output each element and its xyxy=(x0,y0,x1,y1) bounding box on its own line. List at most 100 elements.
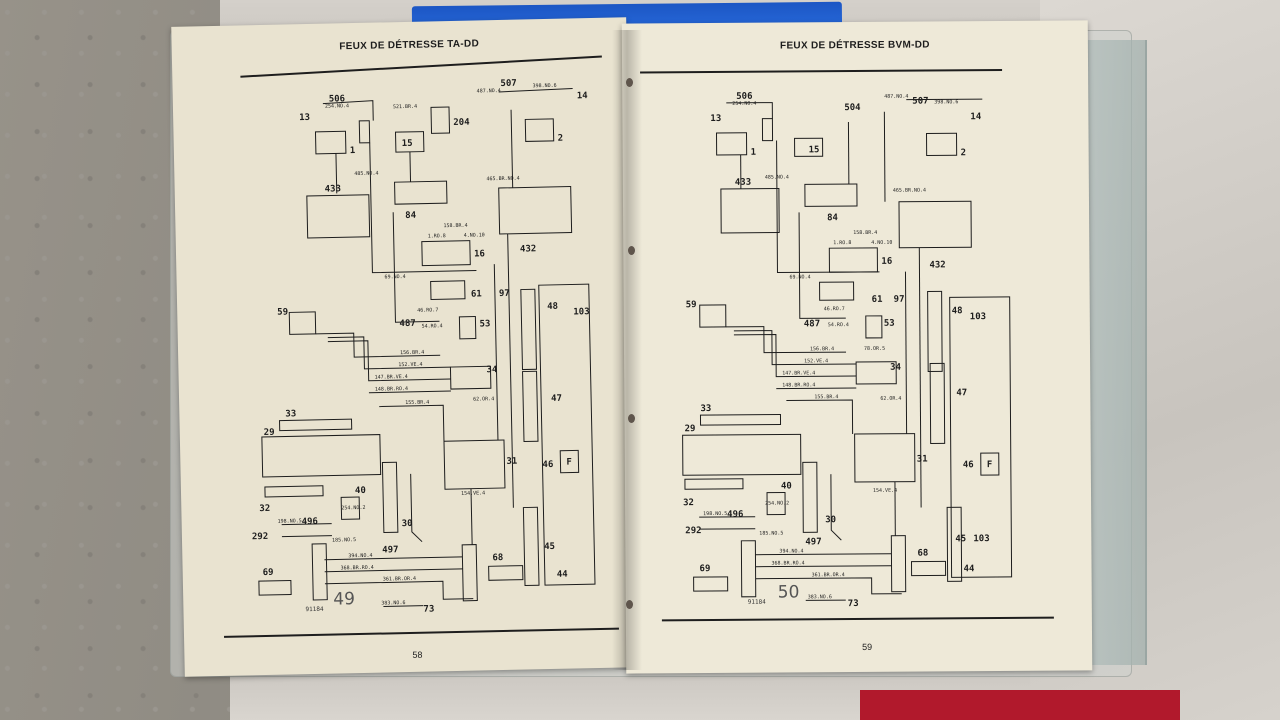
wire-bus-2 xyxy=(327,336,451,370)
label-47: 47 xyxy=(551,394,562,404)
wire-main-v2 xyxy=(776,140,880,274)
label-68: 68 xyxy=(492,553,503,563)
wire-bus-5 xyxy=(786,399,854,435)
label-103: 103 xyxy=(573,307,589,317)
strip-497 xyxy=(740,540,757,598)
label-1: 1 xyxy=(751,148,756,158)
wire-label: 465.BR.NO.4 xyxy=(893,188,926,194)
wire-label: 148.BR.RO.4 xyxy=(782,382,815,388)
wire-label: 383.NO.6 xyxy=(381,600,405,607)
label-46: 46 xyxy=(963,460,974,470)
strip-33 xyxy=(699,414,782,426)
label-1: 1 xyxy=(350,146,356,156)
wire-bus-5 xyxy=(379,404,445,442)
block-69 xyxy=(258,579,292,596)
label-13: 13 xyxy=(710,114,721,124)
wire-label: 69.NO.4 xyxy=(789,274,810,280)
wire-label: 158.BR.4 xyxy=(443,223,467,230)
wire-main-v3 xyxy=(409,151,412,182)
wire-label: 62.OR.4 xyxy=(473,396,494,402)
wire-label: 155.BR.4 xyxy=(814,394,838,400)
lamp-1-box xyxy=(314,130,347,155)
connector-40 xyxy=(340,496,361,520)
wire-label: 198.NO.5 xyxy=(278,518,302,525)
wire-v-lower2 xyxy=(470,488,473,545)
box-15 xyxy=(794,137,824,157)
wire-label: 46.RO.7 xyxy=(824,306,845,312)
label-84: 84 xyxy=(827,213,838,223)
connector-204 xyxy=(430,106,451,134)
wire-label: 156.BR.4 xyxy=(400,350,424,357)
label-432: 432 xyxy=(929,260,945,270)
wire-label: 398.NO.6 xyxy=(533,83,557,90)
wire-v-mid xyxy=(798,212,846,319)
label-29: 29 xyxy=(685,424,696,434)
label-496: 496 xyxy=(302,517,318,527)
label-73: 73 xyxy=(848,599,859,609)
wire-label: 254.NO.2 xyxy=(765,500,789,506)
wire-horz-low4 xyxy=(383,605,424,608)
label-15: 15 xyxy=(809,145,820,155)
wire-label: 152.VE.4 xyxy=(398,362,422,369)
connector-432 xyxy=(898,200,972,249)
wire-main-v2 xyxy=(369,142,477,274)
wire-bus-3 xyxy=(733,334,857,378)
connector-40 xyxy=(766,492,786,516)
wire-label: 487.NO.4 xyxy=(884,94,908,100)
connector-84 xyxy=(804,183,858,207)
wire-label: 78.OR.5 xyxy=(864,346,885,352)
wire-label: 154.VE.4 xyxy=(461,490,485,497)
wire-main-v1 xyxy=(335,153,338,194)
wire-label: 398.NO.6 xyxy=(934,99,958,105)
wire-label: 54.RO.4 xyxy=(422,323,443,329)
label-32: 32 xyxy=(259,504,270,514)
wire-label: 485.NO.4 xyxy=(354,171,378,178)
wire-label: 147.BR.VE.4 xyxy=(782,370,815,376)
wire-horz-low3 xyxy=(755,577,902,595)
wire-main-v4 xyxy=(510,109,514,188)
wire-horz-low2 xyxy=(755,565,892,568)
box-34 xyxy=(449,365,492,390)
strip-497b xyxy=(890,535,907,593)
label-433: 433 xyxy=(325,184,341,194)
strip-48 xyxy=(520,288,538,371)
wire-label: 62.OR.4 xyxy=(880,396,901,402)
label-68: 68 xyxy=(917,549,928,559)
box-103 xyxy=(949,296,1013,578)
label-504: 504 xyxy=(844,103,861,113)
block-68 xyxy=(910,560,947,577)
connector-61 xyxy=(430,280,466,300)
label-507: 507 xyxy=(912,96,928,106)
label-15: 15 xyxy=(402,139,413,149)
wire-v-lower xyxy=(410,473,423,543)
wire-496 xyxy=(281,523,332,526)
wire-bus-2 xyxy=(733,330,857,366)
binder-hole xyxy=(628,246,635,255)
wire-label: 465.BR.NO.4 xyxy=(486,176,519,183)
wire-label: 361.BR.OR.4 xyxy=(383,576,416,583)
block-68 xyxy=(488,565,524,581)
label-34: 34 xyxy=(486,365,498,375)
wire-top-left xyxy=(322,100,374,121)
wire-horz-low3 xyxy=(324,580,474,600)
connector-a xyxy=(358,120,371,144)
wire-label: 155.BR.4 xyxy=(405,400,429,407)
cluster-29 xyxy=(682,433,802,476)
label-506: 506 xyxy=(736,92,752,102)
strip-right-low xyxy=(946,506,963,582)
wire-label: 4.NO.10 xyxy=(871,240,892,246)
strip-right-low xyxy=(522,506,540,587)
label-46: 46 xyxy=(542,460,553,470)
label-53: 53 xyxy=(884,319,895,329)
label-29: 29 xyxy=(264,428,275,438)
label-497: 497 xyxy=(805,537,821,547)
wire-v-right2 xyxy=(918,247,922,508)
label-292: 292 xyxy=(685,526,701,536)
label-32: 32 xyxy=(683,498,694,508)
wire-top-right xyxy=(906,98,983,101)
connector-31 xyxy=(854,433,916,483)
wire-label: 254.NO.4 xyxy=(732,101,756,107)
strip-47 xyxy=(522,370,539,443)
wire-v-lower xyxy=(830,474,842,541)
wire-label: 361.BR.OR.4 xyxy=(812,572,845,578)
